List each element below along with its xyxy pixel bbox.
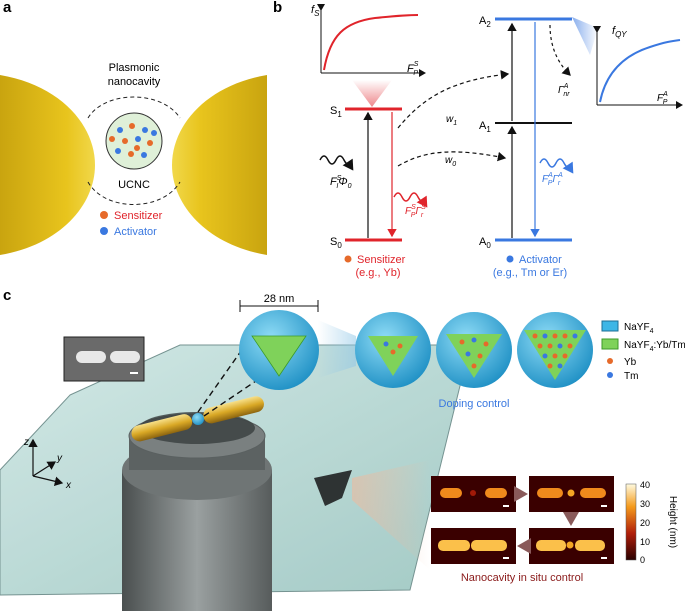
legend-tm: Tm [624, 371, 638, 382]
afm-beam [352, 460, 430, 570]
doping-control-label: Doping control [439, 398, 510, 410]
activator-emission-wave [539, 158, 574, 174]
transfer-w0-arrow [397, 151, 507, 167]
legend-sensitizer: Sensitizer [114, 210, 163, 222]
left-nanorod [131, 414, 193, 442]
zoom-line-left [197, 326, 259, 413]
activator-example: (e.g., Tm or Er) [493, 267, 567, 279]
colorbar-tick-10: 10 [640, 537, 650, 547]
axis-y-label: y [56, 453, 63, 464]
doping-sphere-3 [517, 312, 593, 388]
w0-label: w0 [445, 155, 456, 168]
s0-label: S0 [330, 236, 342, 250]
sem-scale-bar [130, 372, 138, 374]
material-legend: NaYF4 NaYF4:Yb/Tm Yb Tm [601, 320, 685, 382]
nonrad-arrow [549, 24, 571, 76]
w1-label: w1 [446, 114, 457, 127]
panel-c: c z y x [0, 287, 685, 611]
legend-naf-swatch [601, 320, 619, 332]
sem-rod-left [76, 351, 106, 363]
cavity-title-line1: Plasmonic [109, 62, 160, 74]
afm-probe [314, 470, 352, 506]
left-gold-tip [0, 75, 95, 255]
nanocavity-particle [192, 413, 204, 425]
panel-a-label: a [3, 0, 12, 16]
transfer-w1-arrow [397, 70, 510, 129]
legend-doped-swatch [601, 338, 619, 350]
ucnc-particle [105, 112, 163, 170]
activator-legend-dot [100, 227, 108, 235]
ucnc-label: UCNC [118, 179, 150, 191]
colorbar-tick-20: 20 [640, 518, 650, 528]
colorbar-ticks: 40 30 20 10 0 [640, 480, 650, 565]
x-axis [32, 475, 64, 486]
sensitizer-emission-wave [393, 192, 428, 208]
sensitizer-cone [352, 80, 392, 107]
coordinate-axes: z y x [23, 437, 72, 491]
axis-z-label: z [23, 437, 29, 448]
legend-tm-dot [607, 372, 613, 378]
sem-rod-right [110, 351, 140, 363]
colorbar-tick-30: 30 [640, 499, 650, 509]
legend-naf: NaYF4 [624, 322, 654, 335]
a0-label: A0 [479, 236, 491, 250]
colorbar-tick-40: 40 [640, 480, 650, 490]
right-gold-tip [172, 75, 267, 255]
activator-cone [572, 17, 598, 55]
doping-sphere-1 [355, 312, 431, 388]
a2-label: A2 [479, 15, 491, 29]
legend-yb: Yb [624, 357, 637, 368]
sensitizer-example: (e.g., Yb) [355, 267, 400, 279]
y-axis [32, 461, 57, 477]
afm-image-3 [431, 528, 516, 564]
activator-label: Activator [519, 254, 562, 266]
gold-nanorods [131, 396, 264, 442]
axis-x-label: x [65, 480, 72, 491]
cavity-title-line2: nanocavity [108, 76, 161, 88]
colorbar-tick-0: 0 [640, 555, 645, 565]
insitu-label: Nanocavity in situ control [461, 572, 583, 584]
size-label: 28 nm [264, 293, 295, 305]
ucnc-sphere-core [251, 335, 307, 377]
zoom-beam [318, 320, 356, 378]
activator-curve [599, 39, 681, 103]
panel-c-label: c [3, 287, 11, 304]
excitation-wave [319, 155, 354, 171]
activator-dot [506, 255, 514, 263]
afm-image-4 [529, 528, 614, 564]
afm-image-2 [529, 476, 614, 512]
legend-yb-dot [607, 358, 613, 364]
legend-activator: Activator [114, 226, 157, 238]
fqy-label: fQY [612, 25, 627, 39]
height-colorbar [625, 483, 637, 561]
ucnc-dopants [109, 123, 157, 158]
legend-doped: NaYF4:Yb/Tm [624, 340, 685, 353]
sensitizer-legend-dot [100, 211, 108, 219]
sensitizer-dot [344, 255, 352, 263]
sensitizer-curve [323, 14, 419, 71]
a1-label: A1 [479, 120, 491, 134]
right-nanorod [203, 396, 264, 424]
doping-sphere-2 [436, 312, 512, 388]
cavity-top-outline [87, 96, 181, 119]
panel-a: a Plasmonic nanocavity UCNC Sensitizer A… [0, 0, 267, 255]
panel-b-label: b [273, 0, 282, 16]
colorbar-title: Height (nm) [667, 496, 678, 548]
afm-image-1 [431, 476, 516, 512]
sensitizer-label: Sensitizer [357, 254, 406, 266]
fs-label: fS [311, 4, 320, 18]
s1-label: S1 [330, 105, 342, 119]
